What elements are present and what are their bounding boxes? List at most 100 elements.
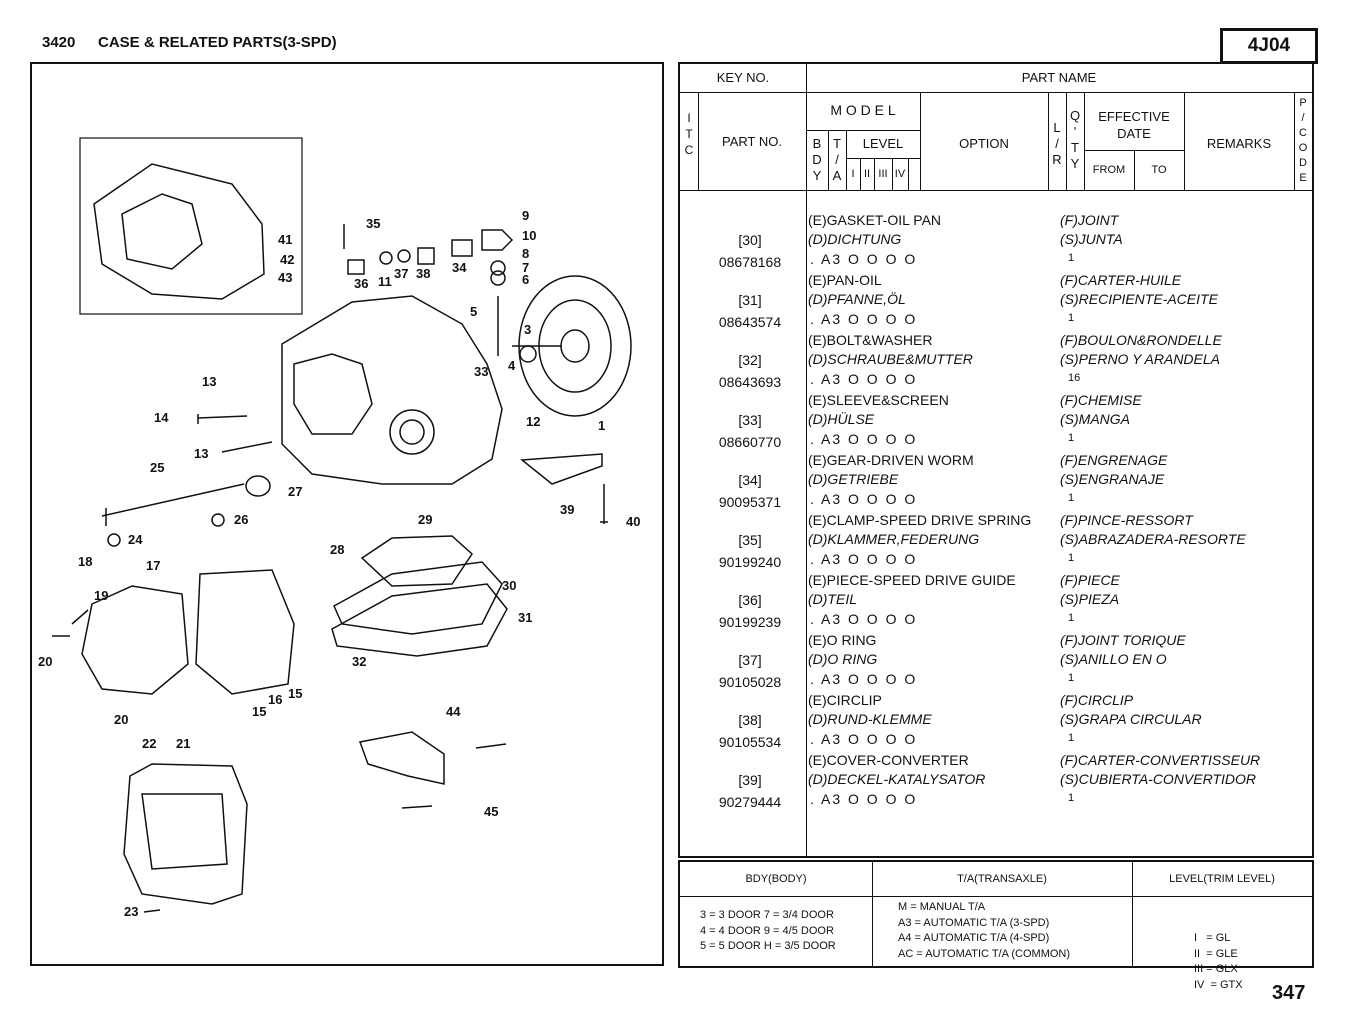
name-spanish: (S)PERNO Y ARANDELA [1060,351,1221,367]
page-number: 347 [1272,982,1306,1004]
table-row: [33] 08660770 (E)SLEEVE&SCREEN (D)HÜLSE … [680,392,1312,452]
name-english: (E)CLAMP-SPEED DRIVE SPRING [808,512,1032,528]
name-german: (D)DICHTUNG [808,231,902,247]
part-name-header: PART NAME [1021,70,1097,85]
part-no-header: PART NO. [722,134,782,149]
quantity: 1 [1068,612,1075,624]
quantity: 1 [1068,792,1075,804]
ta-header: T/A [832,136,842,183]
model-applicability: . A3 O O O O [810,251,918,267]
legend-body-title: BDY(BODY) [745,873,807,885]
callout-label: 24 [128,532,143,547]
name-french: (F)PINCE-RESSORT [1060,512,1193,528]
name-english: (E)PAN-OIL [808,272,882,288]
part-number: 90199240 [718,554,782,570]
key-number: [36] [738,592,762,608]
name-german: (D)DECKEL-KATALYSATOR [808,771,986,787]
callout-label: 3 [524,322,532,337]
name-english: (E)PIECE-SPEED DRIVE GUIDE [808,572,1016,588]
lr-header: L/R [1052,120,1062,167]
callout-label: 40 [626,514,641,529]
part-number: 08643574 [718,314,782,330]
callout-label: 44 [446,704,461,719]
model-header: M O D E L [830,102,896,118]
callout-label: 5 [470,304,478,319]
table-row: [35] 90199240 (E)CLAMP-SPEED DRIVE SPRIN… [680,512,1312,572]
code-legend: BDY(BODY) T/A(TRANSAXLE) LEVEL(TRIM LEVE… [678,860,1314,991]
table-row: [30] 08678168 (E)GASKET-OIL PAN (D)DICHT… [680,212,1312,272]
model-applicability: . A3 O O O O [810,611,918,627]
callout-label: 21 [176,736,191,751]
callout-label: 7 [522,260,530,275]
callout-label: 13 [194,446,209,461]
callout-label: 13 [202,374,217,389]
table-row: [37] 90105028 (E)O RING (D)O RING . A3 O… [680,632,1312,692]
callout-label: 15 [288,686,303,701]
model-applicability: . A3 O O O O [810,551,918,567]
quantity: 1 [1068,552,1075,564]
effective-date-header: EFFECTIVE DATE [1098,109,1170,141]
name-spanish: (S)ABRAZADERA-RESORTE [1060,531,1246,547]
callout-label: 27 [288,484,303,499]
quantity: 1 [1068,252,1075,264]
callout-label: 12 [526,414,541,429]
name-spanish: (S)PIEZA [1060,591,1120,607]
name-french: (F)PIECE [1060,572,1120,588]
name-german: (D)KLAMMER,FEDERUNG [808,531,980,547]
name-german: (D)HÜLSE [808,411,875,427]
table-row: [34] 90095371 (E)GEAR-DRIVEN WORM (D)GET… [680,452,1312,512]
name-spanish: (S)GRAPA CIRCULAR [1060,711,1202,727]
callout-label: 45 [484,804,499,819]
key-number: [30] [738,232,762,248]
key-number: [37] [738,652,762,668]
callout-label: 16 [268,692,283,707]
level-iv: IV [894,168,906,180]
part-number: 08643693 [718,374,782,390]
level-iii: III [878,168,888,180]
callout-label: 14 [154,410,169,425]
quantity: 1 [1068,672,1075,684]
from-header: FROM [1092,164,1126,176]
callout-label: 15 [252,704,267,719]
name-english: (E)CIRCLIP [808,692,882,708]
callout-label: 36 [354,276,369,291]
remarks-header: REMARKS [1206,136,1272,151]
callout-label: 26 [234,512,249,527]
section-code: 3420 [42,34,76,51]
callout-label: 23 [124,904,139,919]
name-english: (E)GEAR-DRIVEN WORM [808,452,974,468]
callout-label: 37 [394,266,409,281]
model-applicability: . A3 O O O O [810,491,918,507]
callout-label: 6 [522,272,530,287]
callout-label: 11 [378,274,392,289]
catalog-code: 4J04 [1220,28,1318,64]
callout-label: 10 [522,228,537,243]
part-number: 90105534 [718,734,782,750]
callout-label: 25 [150,460,165,475]
table-row: [38] 90105534 (E)CIRCLIP (D)RUND-KLEMME … [680,692,1312,752]
key-no-header: KEY NO. [716,70,770,85]
table-row: [32] 08643693 (E)BOLT&WASHER (D)SCHRAUBE… [680,332,1312,392]
name-german: (D)TEIL [808,591,857,607]
quantity: 1 [1068,432,1075,444]
callout-label: 43 [278,270,293,285]
key-number: [39] [738,772,762,788]
name-french: (F)JOINT TORIQUE [1060,632,1186,648]
legend-transaxle-title: T/A(TRANSAXLE) [957,873,1047,885]
callout-label: 20 [38,654,53,669]
model-applicability: . A3 O O O O [810,431,918,447]
name-spanish: (S)CUBIERTA-CONVERTIDOR [1060,771,1257,787]
legend-level-title: LEVEL(TRIM LEVEL) [1169,873,1275,885]
name-german: (D)O RING [808,651,878,667]
callout-label: 42 [280,252,295,267]
name-french: (F)JOINT [1060,212,1119,228]
name-spanish: (S)ENGRANAJE [1060,471,1165,487]
quantity: 1 [1068,492,1075,504]
callout-label: 33 [474,364,489,379]
quantity: 1 [1068,312,1075,324]
callout-label: 9 [522,208,530,223]
name-french: (F)ENGRENAGE [1060,452,1168,468]
